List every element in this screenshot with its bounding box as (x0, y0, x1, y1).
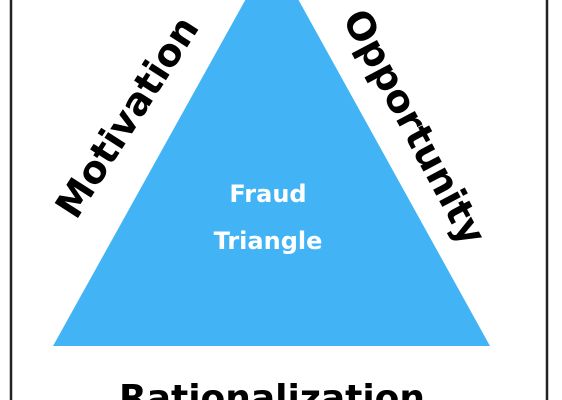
diagram-frame (9, 0, 549, 400)
center-title-line-1: Fraud (229, 180, 306, 208)
center-title-line-2: Triangle (214, 227, 323, 255)
fraud-triangle-shape (53, 0, 490, 346)
base-label-rationalization: Rationalization (119, 378, 425, 400)
